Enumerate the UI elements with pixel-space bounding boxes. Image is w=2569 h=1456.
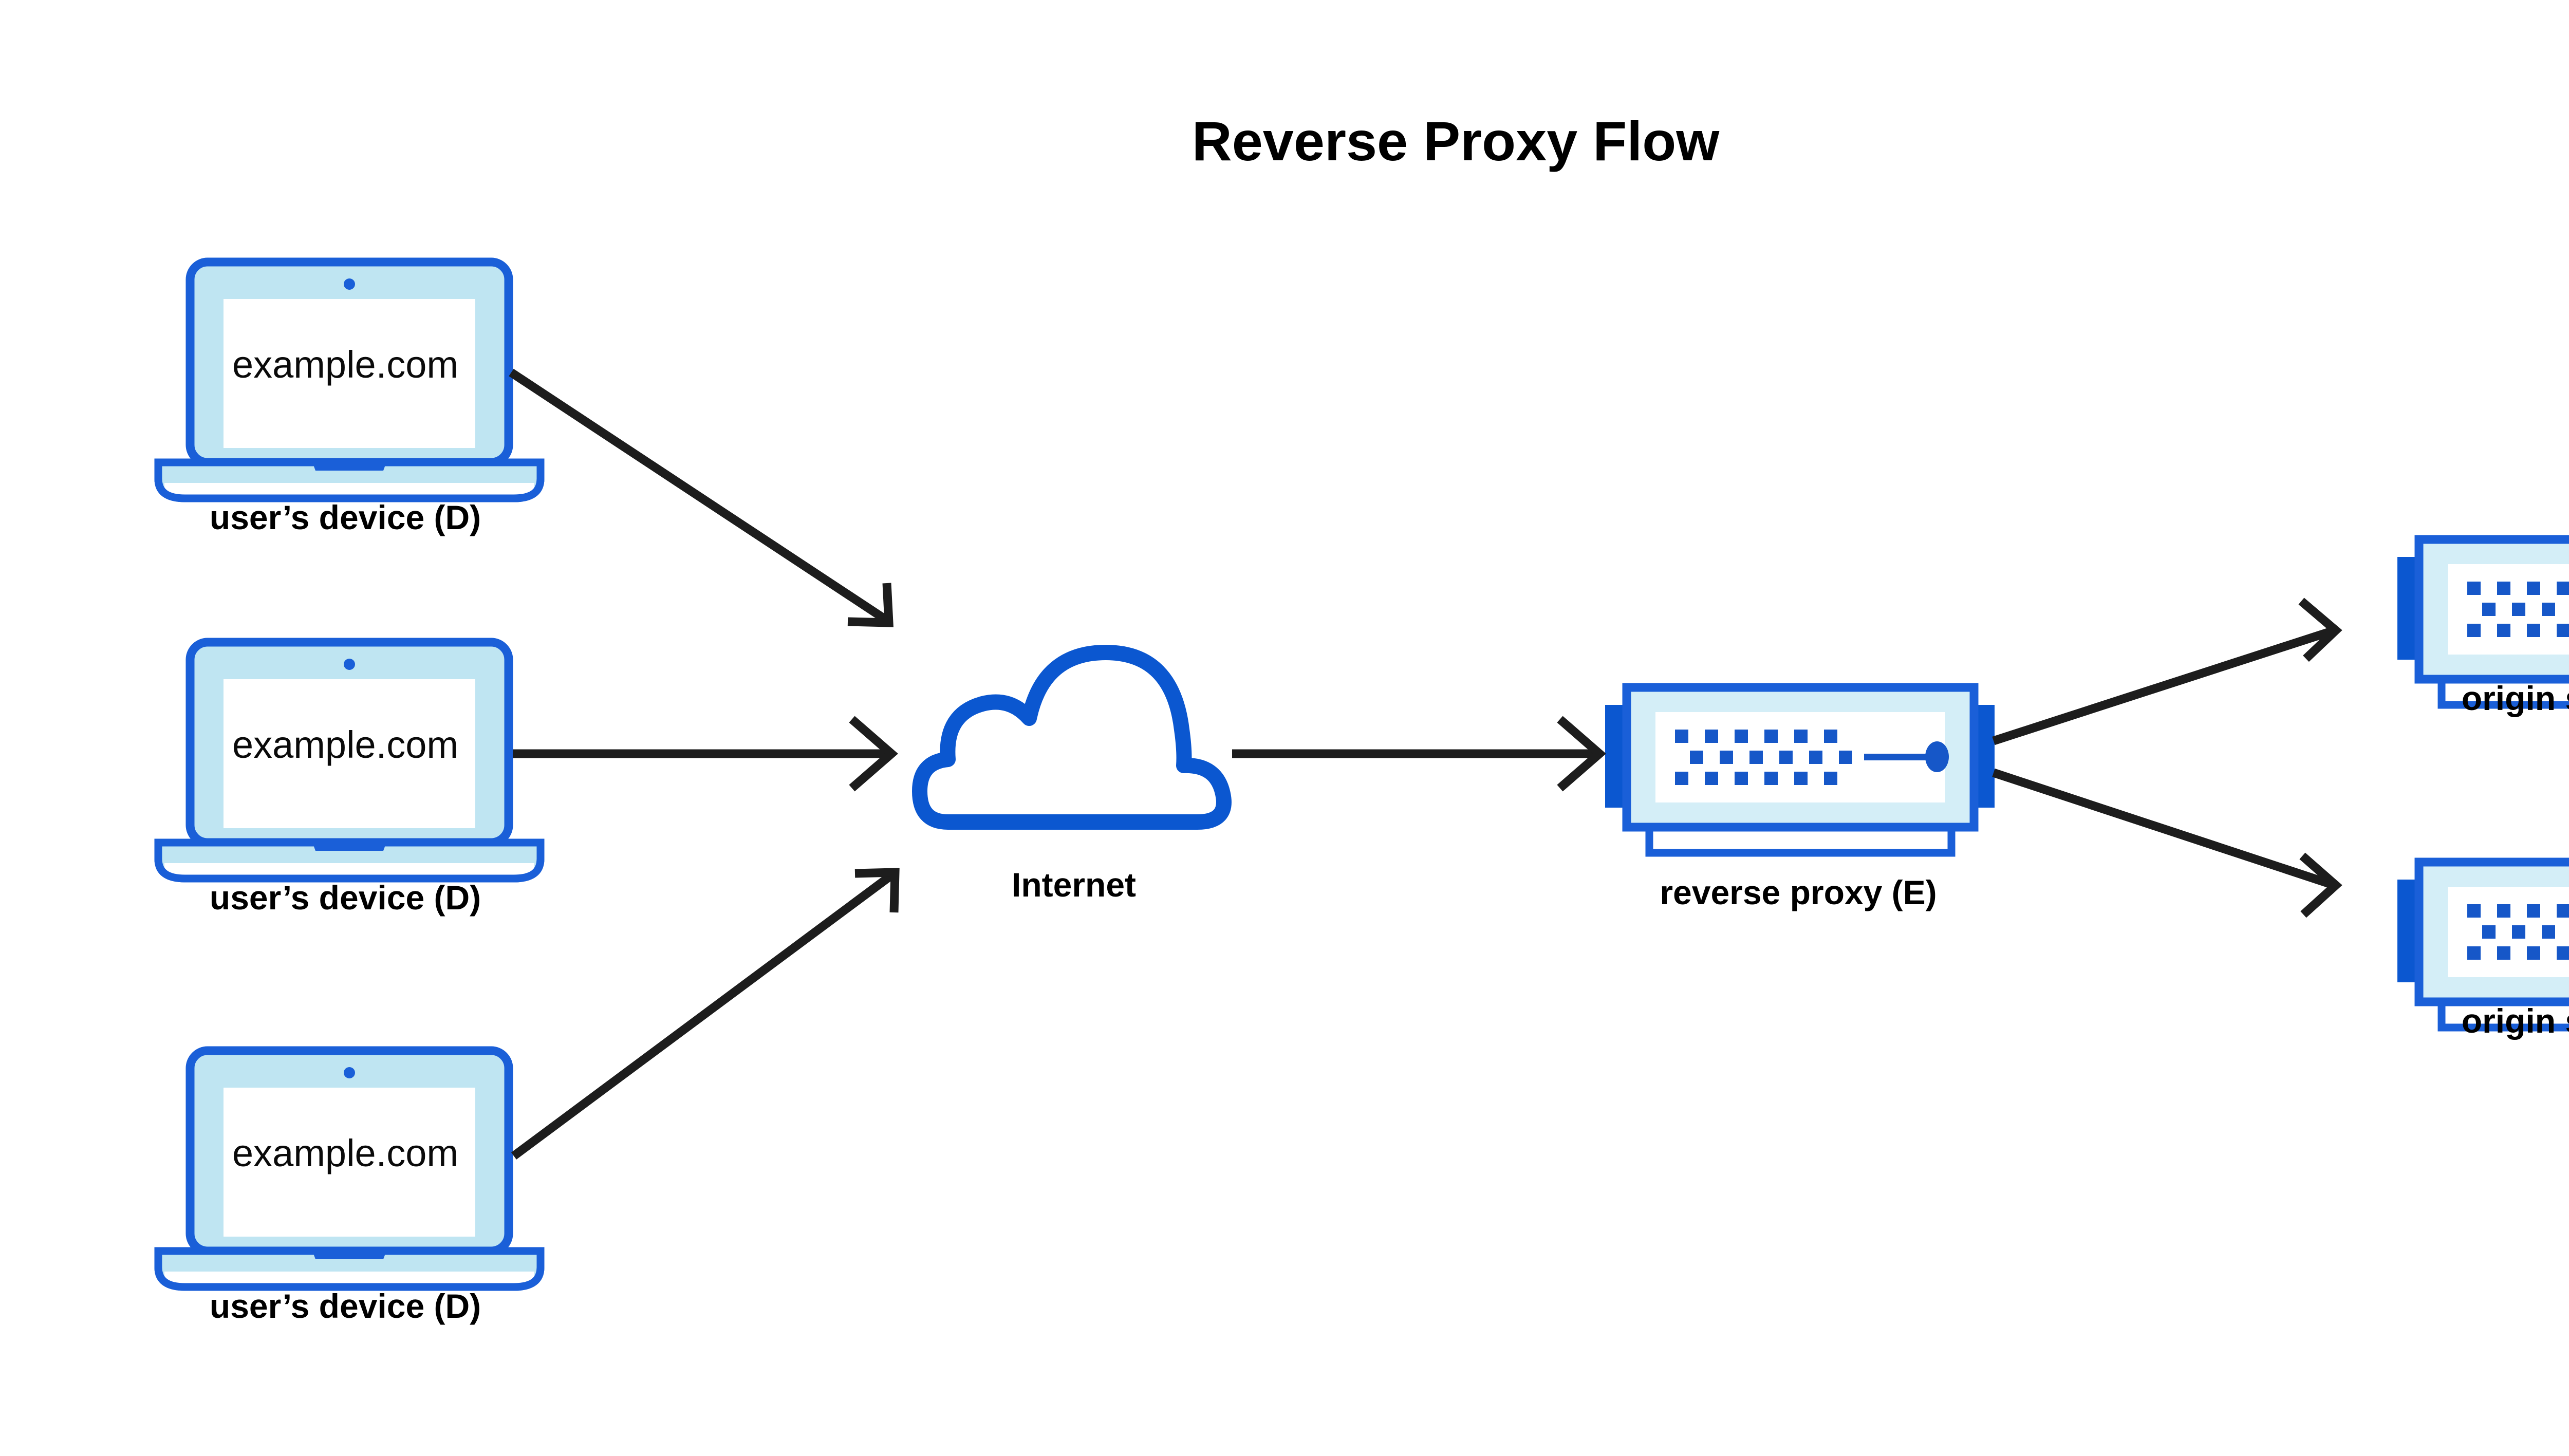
arrow-reverse-proxy-to-origin2: [1992, 768, 2342, 918]
node-label-origin-server-2: origin server (F): [2462, 1002, 2569, 1040]
arrow-device3-to-internet: [511, 868, 900, 1160]
node-user-device-2[interactable]: example.com user’s device (D): [158, 642, 541, 917]
node-user-device-1[interactable]: example.com user’s device (D): [158, 262, 541, 536]
node-label-user-device-3: user’s device (D): [210, 1287, 481, 1325]
node-origin-server-1[interactable]: origin server (F): [2397, 539, 2569, 717]
node-label-internet: Internet: [1012, 866, 1136, 904]
arrow-internet-to-reverse-proxy: [1232, 716, 1606, 792]
node-label-origin-server-1: origin server (F): [2462, 679, 2569, 717]
page-title: Reverse Proxy Flow: [1192, 110, 1720, 172]
node-label-user-device-2: user’s device (D): [210, 879, 481, 917]
device-screen-text: example.com: [232, 343, 458, 386]
node-internet-cloud[interactable]: Internet: [912, 645, 1232, 904]
server-icon: [1605, 687, 1995, 853]
device-screen-text: example.com: [232, 723, 458, 766]
node-label-user-device-1: user’s device (D): [210, 498, 481, 536]
arrow-device2-to-internet: [513, 716, 898, 792]
arrow-reverse-proxy-to-origin1: [1992, 598, 2342, 745]
node-origin-server-2[interactable]: origin server (F): [2397, 862, 2569, 1040]
cloud-icon: [912, 645, 1232, 830]
node-label-reverse-proxy: reverse proxy (E): [1660, 873, 1937, 911]
device-screen-text: example.com: [232, 1132, 458, 1174]
arrow-device1-to-internet: [509, 368, 893, 627]
node-user-device-3[interactable]: example.com user’s device (D): [158, 1051, 541, 1325]
node-reverse-proxy[interactable]: reverse proxy (E): [1605, 687, 1995, 911]
